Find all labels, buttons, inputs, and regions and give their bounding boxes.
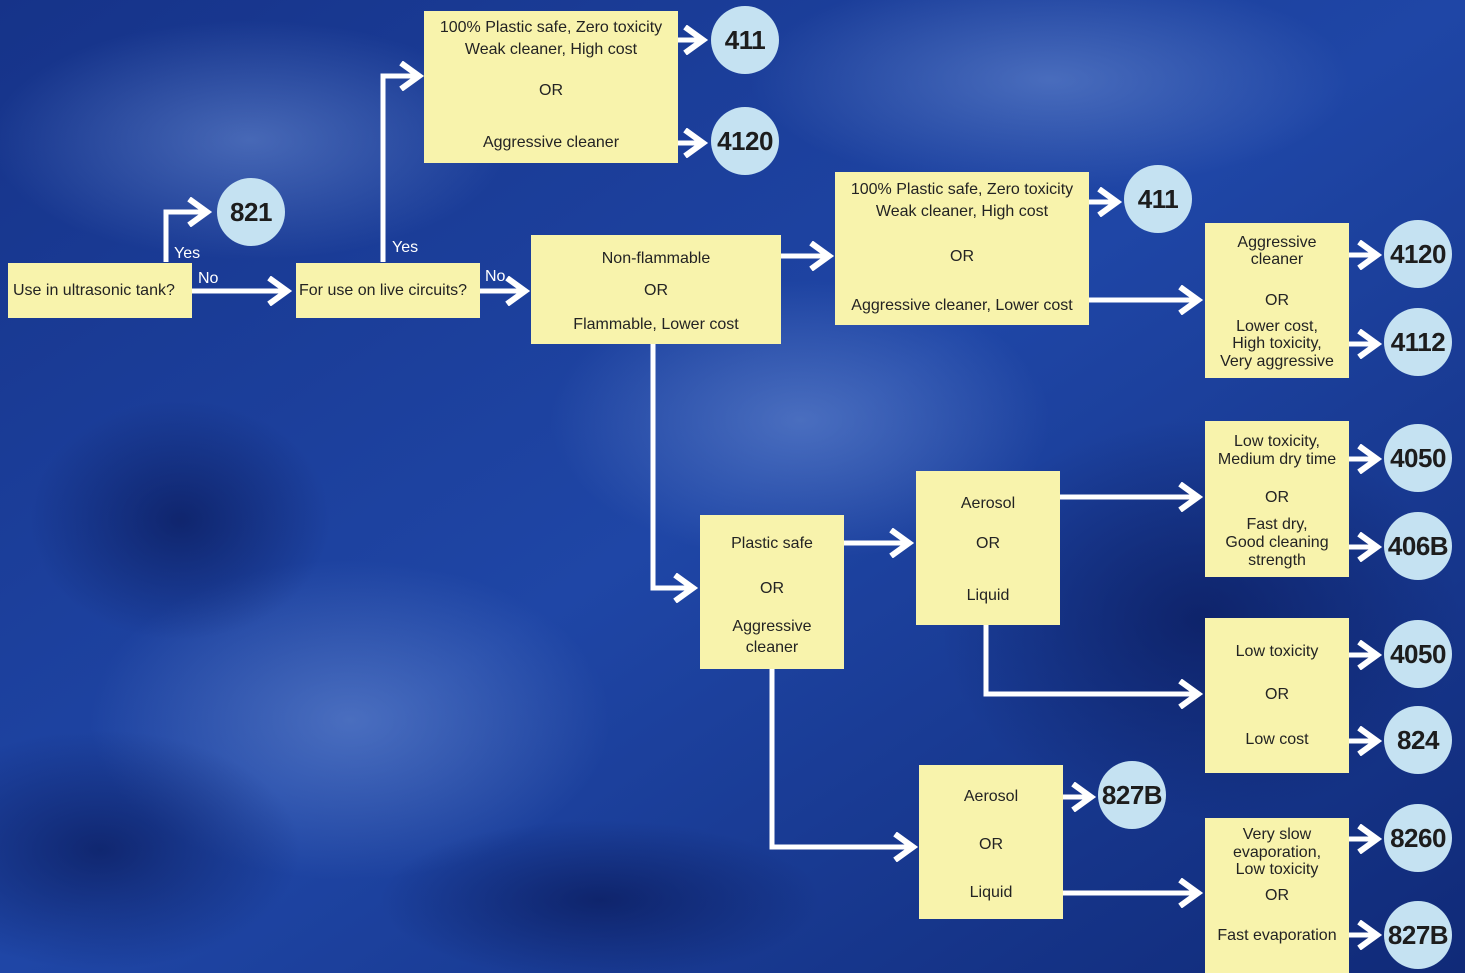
box-text: Non-flammable	[601, 250, 711, 267]
box-toxicity-cost: Low toxicity OR Low cost	[1205, 618, 1349, 773]
box-or: OR	[760, 580, 784, 597]
box-or: OR	[1265, 292, 1289, 309]
question-ultrasonic-text: Use in ultrasonic tank?	[13, 282, 175, 299]
box-or: OR	[950, 248, 974, 265]
product-827B: 827B	[1098, 761, 1166, 829]
box-text: cleaner	[1250, 251, 1304, 268]
box-text: strength	[1248, 552, 1306, 569]
product-821: 821	[217, 178, 285, 246]
label-ultrasonic-yes: Yes	[174, 245, 201, 262]
box-text: Medium dry time	[1217, 451, 1337, 468]
box-text: Liquid	[969, 884, 1013, 901]
box-text: Low toxicity	[1235, 861, 1319, 878]
box-evaporation: Very slow evaporation, Low toxicity OR F…	[1205, 818, 1349, 973]
product-8260: 8260	[1384, 804, 1452, 872]
box-text: Liquid	[966, 587, 1010, 604]
box-or: OR	[1265, 686, 1289, 703]
product-411: 411	[1124, 165, 1192, 233]
box-toxicity-dry-time: Low toxicity, Medium dry time OR Fast dr…	[1205, 421, 1349, 577]
box-text: Flammable, Lower cost	[573, 316, 739, 333]
product-4050: 4050	[1384, 424, 1452, 492]
box-text: Lower cost,	[1236, 318, 1318, 335]
box-text: Plastic safe	[731, 535, 813, 552]
product-411: 411	[711, 6, 779, 74]
product-827B: 827B	[1384, 901, 1452, 969]
box-text: Aerosol	[963, 788, 1019, 805]
box-live-options: 100% Plastic safe, Zero toxicity Weak cl…	[424, 11, 678, 163]
box-text: Low toxicity,	[1234, 433, 1320, 450]
question-live-circuits: For use on live circuits?	[296, 263, 480, 318]
product-4112: 4112	[1384, 308, 1452, 376]
box-text: Aggressive cleaner, Lower cost	[851, 297, 1073, 314]
box-text: Aggressive	[1237, 234, 1317, 251]
box-text: Weak cleaner, High cost	[875, 203, 1049, 220]
question-ultrasonic-tank: Use in ultrasonic tank?	[8, 263, 192, 318]
product-4120: 4120	[711, 107, 779, 175]
box-text: 100% Plastic safe, Zero toxicity	[439, 19, 663, 36]
product-4050: 4050	[1384, 620, 1452, 688]
label-live-yes: Yes	[392, 239, 419, 256]
box-or: OR	[979, 836, 1003, 853]
box-text: Aerosol	[960, 495, 1016, 512]
box-or: OR	[1265, 887, 1289, 904]
box-aerosol-liquid-lower: Aerosol OR Liquid	[919, 765, 1063, 919]
box-text: Very aggressive	[1220, 353, 1334, 370]
box-plastic-safe: Plastic safe OR Aggressive cleaner	[700, 515, 844, 669]
box-or: OR	[539, 82, 563, 99]
product-406B: 406B	[1384, 512, 1452, 580]
box-text: Fast evaporation	[1217, 927, 1337, 944]
box-or: OR	[1265, 489, 1289, 506]
box-text: evaporation,	[1232, 844, 1322, 861]
box-aggressive-options: Aggressive cleaner OR Lower cost, High t…	[1205, 223, 1349, 378]
box-text: Good cleaning	[1225, 534, 1329, 551]
box-text: Low cost	[1245, 731, 1309, 748]
box-aerosol-liquid-upper: Aerosol OR Liquid	[916, 471, 1060, 625]
box-text: Fast dry,	[1246, 516, 1308, 533]
box-text: 100% Plastic safe, Zero toxicity	[850, 181, 1074, 198]
label-ultrasonic-no: No	[198, 270, 219, 287]
label-live-no: No	[485, 268, 506, 285]
box-text: Weak cleaner, High cost	[464, 41, 638, 58]
product-824: 824	[1384, 706, 1452, 774]
box-text: Low toxicity	[1235, 643, 1319, 660]
box-text: Very slow	[1242, 826, 1312, 843]
box-nonflammable-options: 100% Plastic safe, Zero toxicity Weak cl…	[835, 172, 1089, 325]
box-text: cleaner	[745, 639, 799, 656]
box-text: Aggressive cleaner	[482, 134, 620, 151]
box-flammability: Non-flammable OR Flammable, Lower cost	[531, 235, 781, 344]
box-text: Aggressive	[732, 618, 812, 635]
question-live-circuits-text: For use on live circuits?	[299, 282, 468, 299]
box-or: OR	[976, 535, 1000, 552]
product-4120: 4120	[1384, 220, 1452, 288]
box-or: OR	[644, 282, 668, 299]
box-text: High toxicity,	[1232, 335, 1322, 352]
